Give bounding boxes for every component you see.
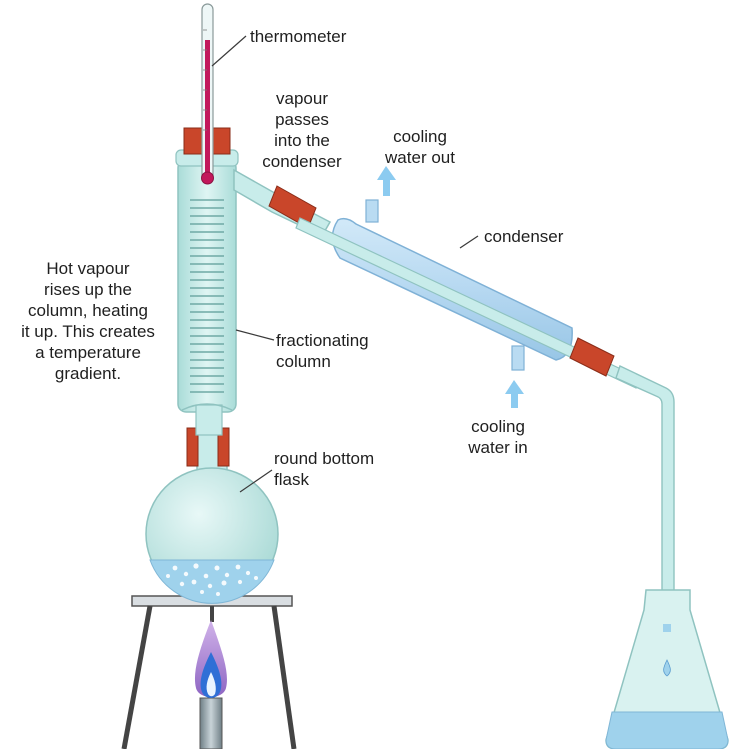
svg-text:vapour: vapour xyxy=(276,89,328,108)
thermometer-label: thermometer xyxy=(250,27,347,46)
flame-icon xyxy=(194,620,227,698)
svg-text:Hot vapour: Hot vapour xyxy=(46,259,129,278)
hot-vapour-label: Hot vapour rises up the column, heating … xyxy=(21,259,155,383)
svg-text:condenser: condenser xyxy=(262,152,342,171)
svg-text:column, heating: column, heating xyxy=(28,301,148,320)
vapour-passes-label: vapour passes into the condenser xyxy=(262,89,342,171)
conical-flask xyxy=(605,589,729,749)
condenser-label: condenser xyxy=(484,227,564,246)
svg-text:water out: water out xyxy=(384,148,455,167)
arrow-up-icon xyxy=(377,166,524,408)
round-bottom-flask xyxy=(145,427,279,604)
cooling-water-in-label: cooling water in xyxy=(467,417,528,457)
svg-text:cooling: cooling xyxy=(471,417,525,436)
svg-text:rises up the: rises up the xyxy=(44,280,132,299)
labels: thermometer vapour passes into the conde… xyxy=(21,27,564,489)
round-bottom-flask-label: round bottom flask xyxy=(274,449,374,489)
bunsen-burner xyxy=(194,620,227,749)
svg-text:into the: into the xyxy=(274,131,330,150)
column-indentations xyxy=(190,199,224,393)
svg-text:fractionating: fractionating xyxy=(276,331,369,350)
leader-lines xyxy=(211,35,479,493)
cooling-water-out-label: cooling water out xyxy=(384,127,455,167)
condenser xyxy=(295,199,641,389)
svg-text:passes: passes xyxy=(275,110,329,129)
thermometer-icon xyxy=(201,3,214,185)
svg-text:it up. This creates: it up. This creates xyxy=(21,322,155,341)
svg-text:cooling: cooling xyxy=(393,127,447,146)
svg-text:a temperature: a temperature xyxy=(35,343,141,362)
delivery-tube xyxy=(615,365,675,629)
fractionating-column-label: fractionating column xyxy=(276,331,369,371)
svg-text:column: column xyxy=(276,352,331,371)
svg-text:gradient.: gradient. xyxy=(55,364,121,383)
fractionating-column xyxy=(175,127,239,436)
svg-text:flask: flask xyxy=(274,470,309,489)
cooling-water-out-arrow xyxy=(377,166,396,196)
svg-text:round bottom: round bottom xyxy=(274,449,374,468)
svg-text:water in: water in xyxy=(467,438,528,457)
boiling-bubbles xyxy=(166,563,258,596)
cooling-water-in-arrow xyxy=(505,380,524,408)
